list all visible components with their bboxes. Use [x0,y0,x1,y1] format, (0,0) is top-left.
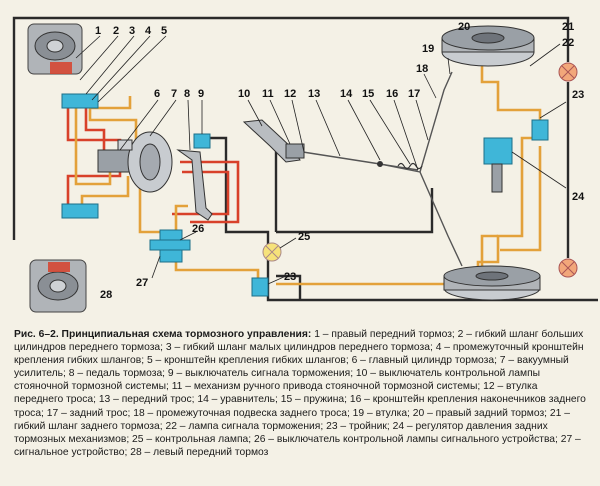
label-14: 14 [340,88,353,100]
cable-equalizer [377,161,423,170]
label-11: 11 [262,88,274,100]
label-15: 15 [362,88,374,100]
label-12: 12 [284,88,296,100]
label-10: 10 [238,88,250,100]
master-cylinder-and-booster [97,131,173,193]
label-21: 21 [562,21,574,33]
label-19: 19 [422,43,434,55]
label-27: 27 [136,277,148,289]
part-numbers: 1 2 3 4 5 6 7 8 9 10 11 12 13 14 15 16 1… [95,21,585,301]
front-right-brake [27,23,83,75]
label-22: 22 [562,37,574,49]
label-6: 6 [154,88,160,100]
lower-hose-bracket [61,203,99,219]
dark-wires [12,16,598,302]
brake-pedal [176,133,213,221]
caption-title: Рис. 6–2. Принципиальная схема тормозног… [14,329,312,340]
tee-right [531,119,549,141]
label-3: 3 [129,25,135,37]
leader-lines [75,35,567,285]
figure-caption: Рис. 6–2. Принципиальная схема тормозног… [14,328,588,459]
label-28: 28 [100,289,112,301]
warning-lamp [262,242,282,262]
label-1: 1 [95,25,101,37]
label-25: 25 [298,231,310,243]
parking-brake-lever [242,119,305,163]
pressure-regulator [483,137,513,193]
label-2: 2 [113,25,119,37]
orange-brake-lines [74,66,542,286]
label-7: 7 [171,88,177,100]
cable-lines [289,71,463,267]
label-4: 4 [145,25,152,37]
label-17: 17 [408,88,420,100]
signal-device [149,229,191,263]
label-8: 8 [184,88,190,100]
label-20: 20 [458,21,470,33]
label-18: 18 [416,63,428,75]
label-16: 16 [386,88,398,100]
label-13: 13 [308,88,320,100]
caption-legend: 1 – правый передний тормоз; 2 – гибкий ш… [14,329,586,458]
upper-hose-bracket [61,93,99,109]
tee-bottom [251,277,269,297]
label-9: 9 [198,88,204,100]
label-5: 5 [161,25,167,37]
rear-right-brake [441,25,535,67]
label-24: 24 [572,191,585,203]
rear-left-brake [443,265,541,301]
label-26: 26 [192,223,204,235]
brake-light-lamp-top [558,62,578,82]
label-23-right: 23 [572,89,584,101]
label-23-bottom: 23 [284,271,296,283]
brake-light-lamp-bottom [558,258,578,278]
front-left-brake [29,259,87,313]
